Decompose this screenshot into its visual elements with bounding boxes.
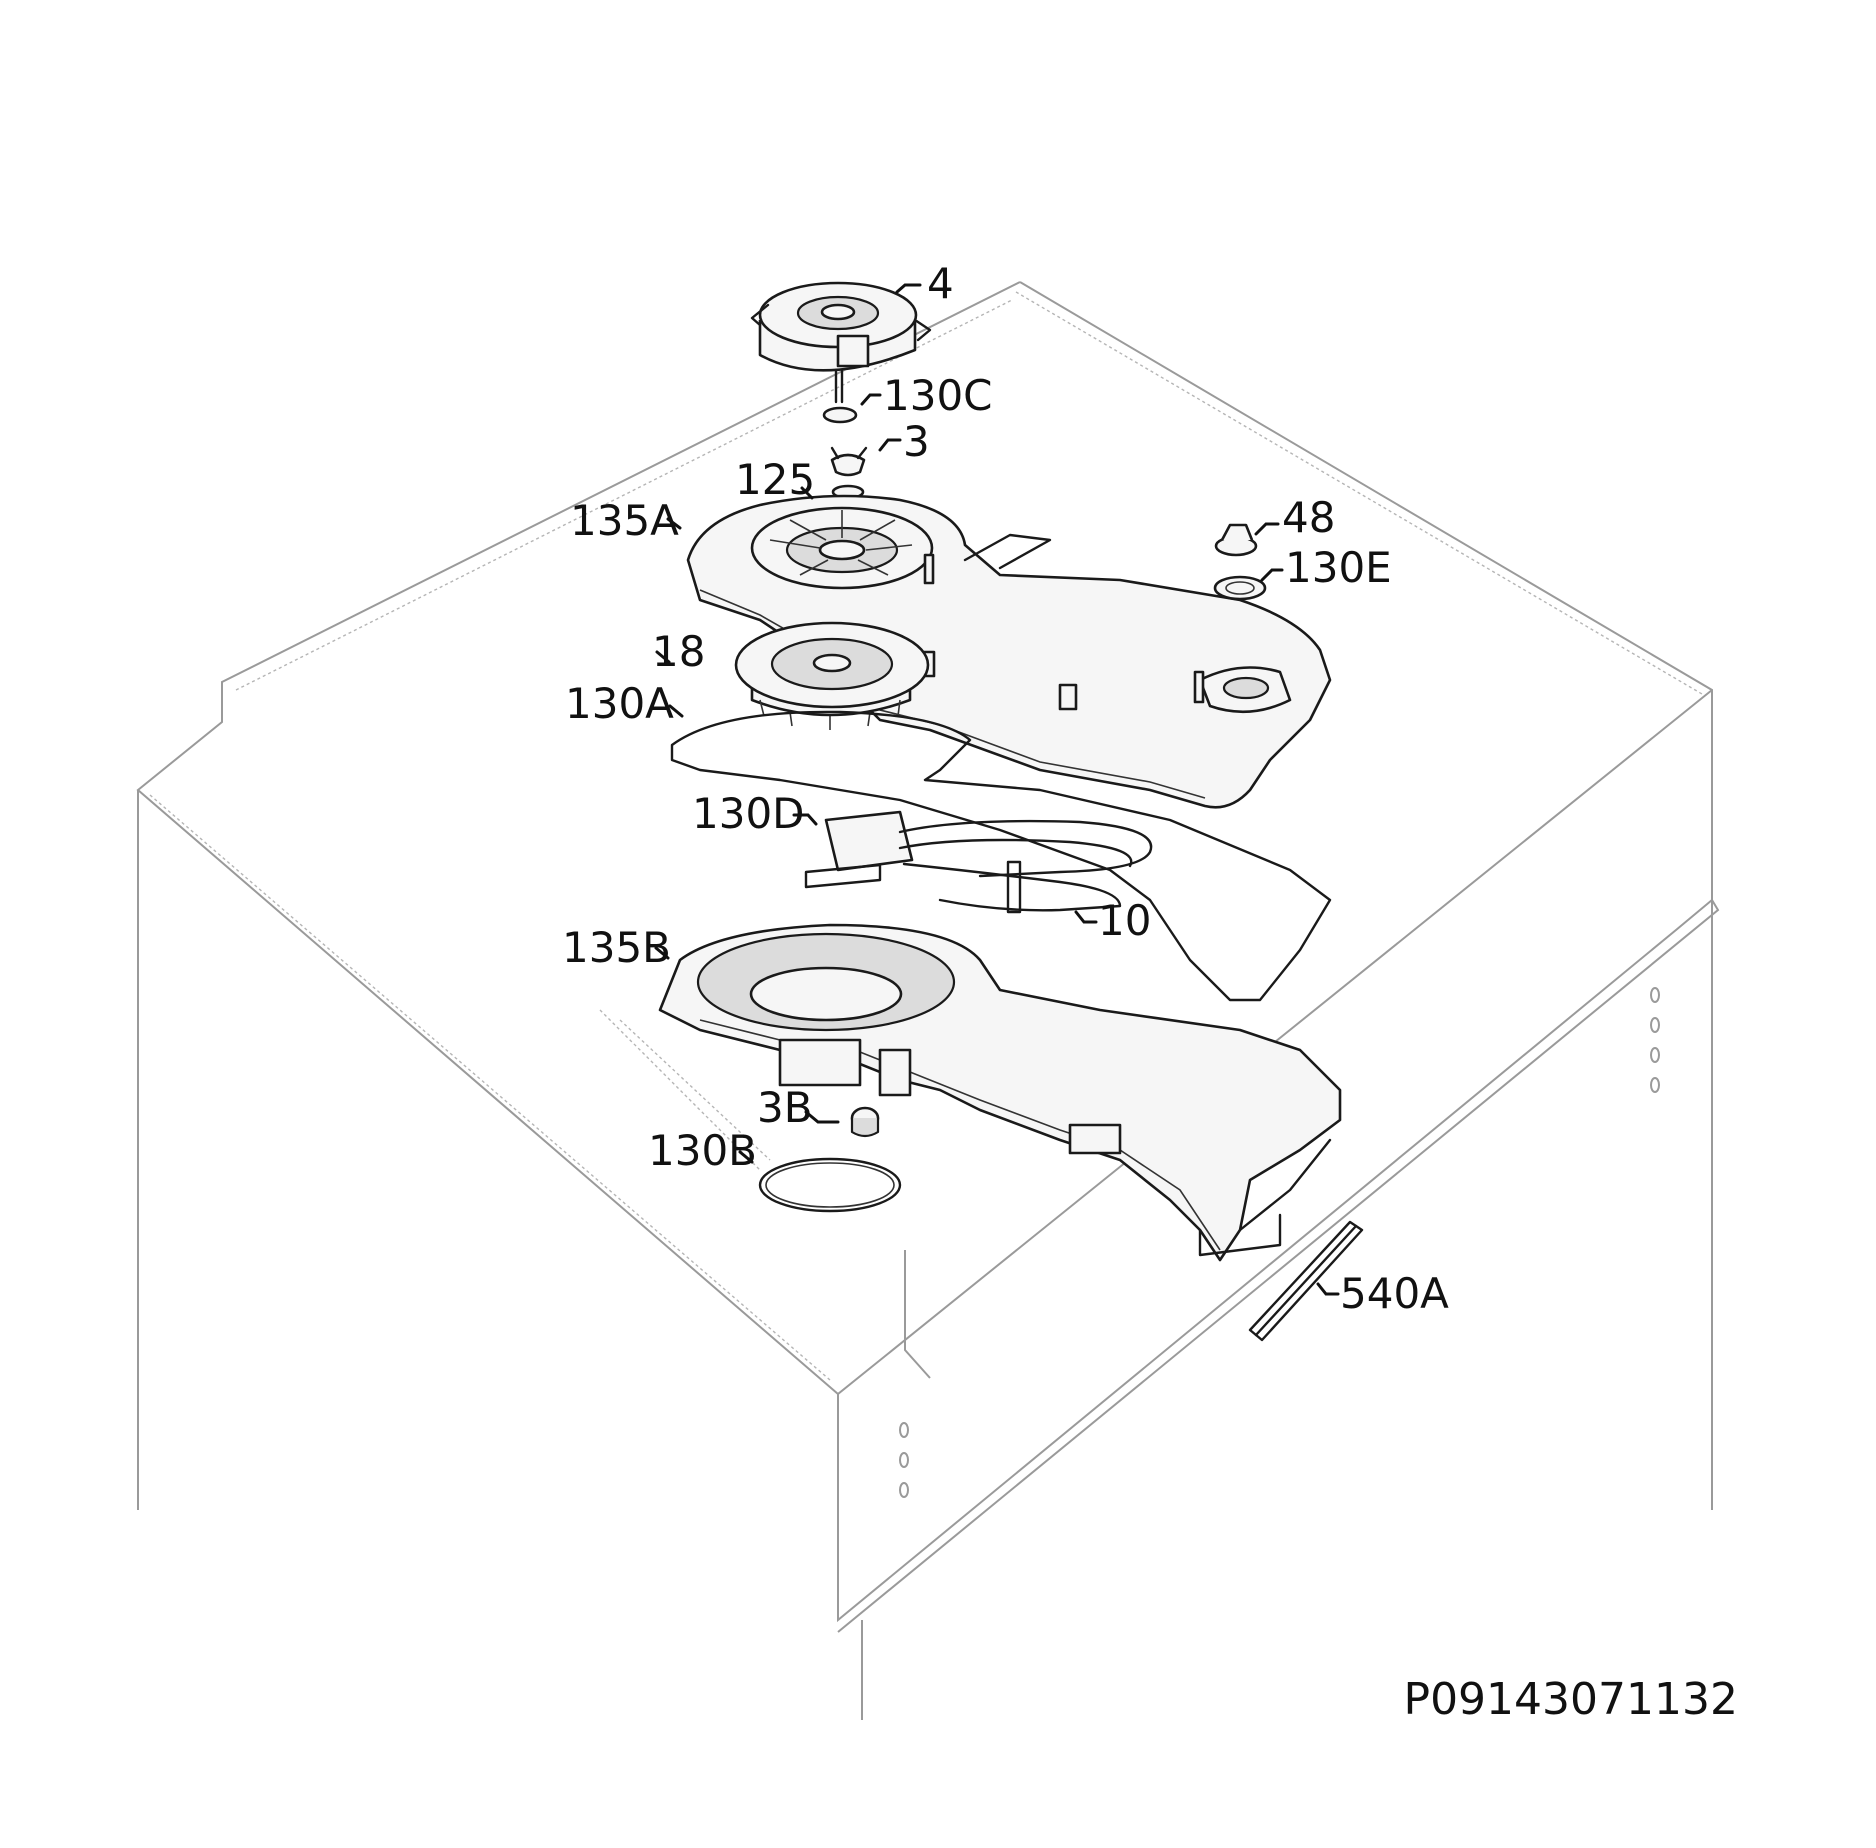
part-3b-plug	[850, 1106, 880, 1138]
part-130c-seal	[822, 368, 858, 424]
part-label: 540A	[1340, 1269, 1449, 1318]
part-label: 130B	[648, 1126, 757, 1175]
part-130b-o-ring	[758, 1157, 902, 1213]
part-18-fan-wheel	[734, 621, 930, 730]
part-label: 130D	[692, 789, 805, 838]
part-540a-seal	[1248, 1220, 1364, 1342]
part-label: 125	[735, 455, 815, 504]
part-3-clip	[830, 446, 868, 477]
part-label: 10	[1098, 896, 1151, 945]
dryer-cabinet	[136, 281, 1720, 1720]
part-label: 135B	[562, 923, 671, 972]
part-10-heater-element	[898, 819, 1153, 914]
part-label: 48	[1282, 493, 1335, 542]
part-label: 130A	[565, 679, 674, 728]
part-130d-connector	[804, 810, 914, 889]
part-4-motor	[750, 281, 932, 372]
part-label: 130E	[1285, 543, 1392, 592]
part-label: 4	[927, 259, 954, 308]
part-48-thermostat	[1214, 523, 1258, 557]
part-135b-lower-housing	[658, 923, 1342, 1262]
part-labels: 4 130C 3 125 135A 48 130E 18 130A 130D 1…	[562, 259, 1449, 1318]
part-label: 3	[903, 417, 930, 466]
part-130a-gasket	[670, 710, 1332, 1002]
leader-lines	[654, 283, 1340, 1296]
part-130e-ring	[1213, 575, 1267, 601]
part-label: 135A	[570, 496, 679, 545]
part-label: 18	[652, 627, 705, 676]
vent-slots	[899, 987, 1660, 1498]
part-label: 3B	[757, 1083, 813, 1132]
drawing-id: P09143071132	[1404, 1674, 1738, 1725]
part-label: 130C	[883, 371, 993, 420]
